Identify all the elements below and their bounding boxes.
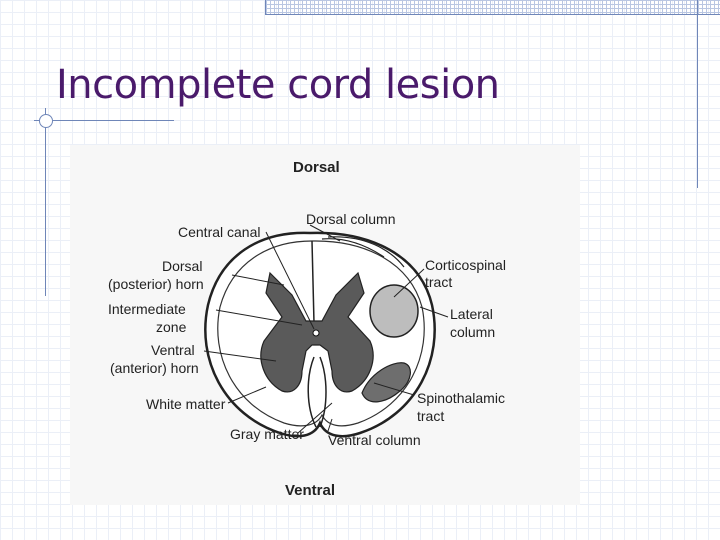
ventral-horn-label-2: (anterior) horn [110,360,199,376]
dorsal-horn-label-2: (posterior) horn [108,276,204,292]
gray-matter-label: Gray matter [230,426,304,442]
dorsal-median-septum [311,240,315,324]
spinal-cord-diagram: Dorsal Ventral Central canal Dorsal colu… [70,145,580,505]
corticospinal-label-2: tract [425,274,452,290]
dorsal-label: Dorsal [293,159,340,176]
slide-title: Incomplete cord lesion [56,62,500,108]
white-matter-label: White matter [146,396,226,412]
intermediate-zone-label-1: Intermediate [108,301,186,317]
decorative-right-rule [697,0,698,188]
spinal-cord-svg: Dorsal Ventral Central canal Dorsal colu… [108,159,506,499]
title-side-rule [45,108,46,296]
dorsal-column-label: Dorsal column [306,211,395,227]
central-canal [312,329,320,337]
leader-lines [203,224,449,434]
intermediate-zone-label-2: zone [156,319,187,335]
lateral-column-label-1: Lateral [450,306,493,322]
title-circle-ornament [39,114,53,128]
ventral-fissure [307,356,327,428]
spinothalamic-tract [361,362,411,403]
lateral-column-label-2: column [450,324,495,340]
dorsal-horn-label-1: Dorsal [162,258,202,274]
spinothalamic-label-1: Spinothalamic [417,390,505,406]
ventral-label: Ventral [285,482,335,499]
corticospinal-label-1: Corticospinal [425,257,506,273]
ventral-column-label: Ventral column [328,432,421,448]
corticospinal-tract [369,284,419,338]
decorative-top-band [265,0,720,15]
dorsal-column-bracket [321,238,385,258]
pia-outline [217,240,425,427]
title-underline [34,120,174,121]
ventral-horn-label-1: Ventral [151,342,195,358]
central-canal-label: Central canal [178,224,261,240]
spinothalamic-label-2: tract [417,408,444,424]
dorsal-column-arc [327,236,405,268]
